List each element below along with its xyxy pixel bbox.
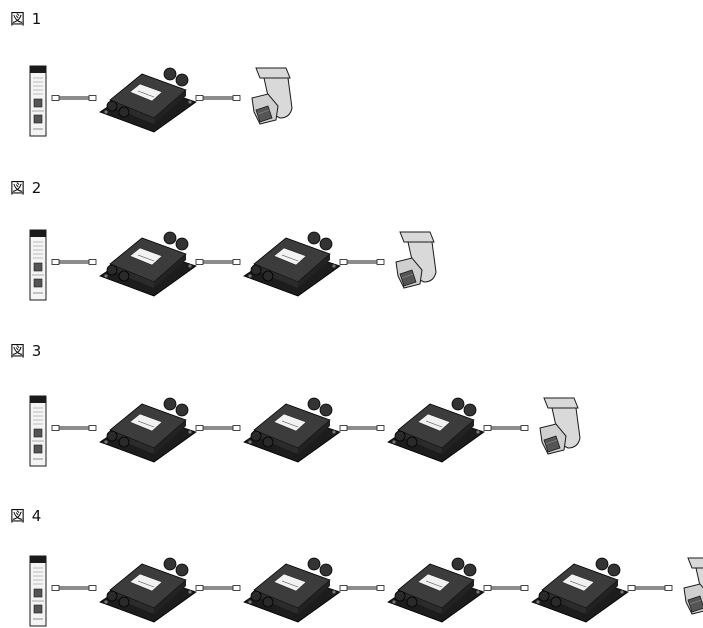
ethernet-cable-icon xyxy=(339,585,385,591)
poe-extender-icon xyxy=(243,231,341,297)
ethernet-cable-icon xyxy=(339,425,385,431)
poe-extender-icon xyxy=(531,557,629,623)
figure-3-diagram xyxy=(29,395,581,467)
ethernet-cable-icon xyxy=(195,425,241,431)
figure-4-label: 図 4 xyxy=(10,507,43,525)
ptz-camera-icon xyxy=(395,231,437,289)
figure-3-label: 図 3 xyxy=(10,342,43,360)
figure-2-diagram xyxy=(29,229,437,301)
ethernet-cable-icon xyxy=(483,425,529,431)
ethernet-cable-icon xyxy=(195,259,241,265)
ethernet-cable-icon xyxy=(339,259,385,265)
ptz-camera-icon xyxy=(539,397,581,455)
ethernet-cable-icon xyxy=(627,585,673,591)
poe-extender-icon xyxy=(99,557,197,623)
ethernet-cable-icon xyxy=(51,425,97,431)
figure-4-diagram xyxy=(29,555,703,627)
poe-extender-icon xyxy=(99,397,197,463)
poe-extender-icon xyxy=(243,397,341,463)
poe-extender-icon xyxy=(99,67,197,133)
ethernet-cable-icon xyxy=(483,585,529,591)
poe-switch-icon xyxy=(29,555,47,627)
ethernet-cable-icon xyxy=(195,585,241,591)
ethernet-cable-icon xyxy=(51,95,97,101)
poe-extender-icon xyxy=(387,397,485,463)
ptz-camera-icon xyxy=(683,557,703,615)
poe-switch-icon xyxy=(29,395,47,467)
figure-2-label: 図 2 xyxy=(10,179,43,197)
poe-extender-icon xyxy=(243,557,341,623)
poe-extender-icon xyxy=(387,557,485,623)
poe-switch-icon xyxy=(29,229,47,301)
figure-1-label: 図 1 xyxy=(10,10,43,28)
ethernet-cable-icon xyxy=(195,95,241,101)
ethernet-cable-icon xyxy=(51,259,97,265)
figure-1-diagram xyxy=(29,65,293,137)
ethernet-cable-icon xyxy=(51,585,97,591)
ptz-camera-icon xyxy=(251,67,293,125)
poe-extender-icon xyxy=(99,231,197,297)
poe-switch-icon xyxy=(29,65,47,137)
